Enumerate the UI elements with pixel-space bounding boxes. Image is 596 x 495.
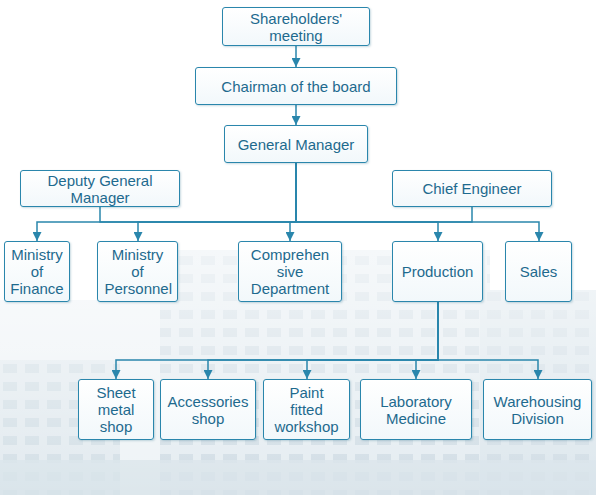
reporting-line [307,302,438,379]
org-box: Warehousing Division [483,379,592,440]
box-label: Production [396,263,480,280]
box-label: Warehousing Division [488,393,588,427]
reporting-line [438,302,538,379]
box-label: Deputy General Manager [35,172,165,206]
org-box: Accessories shop [160,379,256,440]
org-box: Production [392,241,483,302]
org-box: Chairman of the board [195,67,397,105]
box-label: Paint fitted workshop [272,384,342,435]
box-label: General Manager [228,136,364,153]
org-box: Comprehen sive Department [238,241,342,302]
box-label: Laboratory Medicine [366,393,466,427]
org-box: Deputy General Manager [20,170,180,207]
org-box: General Manager [224,125,368,163]
org-box: Ministry of Finance [4,241,70,302]
box-label: Comprehen sive Department [247,246,333,297]
org-box: Paint fitted workshop [263,379,350,440]
org-box: Laboratory Medicine [360,379,472,440]
reporting-line [416,302,438,379]
reporting-line [295,105,297,125]
box-label: Shareholders' meeting [226,10,366,44]
box-label: Chief Engineer [397,180,547,197]
org-box: Chief Engineer [392,170,552,207]
org-box: Ministry of Personnel [97,241,178,302]
org-box: Sales [505,241,572,302]
org-box: Sheet metal shop [78,379,154,440]
box-label: Chairman of the board [201,78,391,95]
box-label: Accessories shop [163,393,253,427]
box-label: Sheet metal shop [83,384,149,435]
reporting-line [290,163,296,241]
box-label: Sales [509,263,569,280]
reporting-line [208,302,438,379]
box-label: Ministry of Finance [8,246,66,297]
org-box: Shareholders' meeting [222,7,370,46]
box-label: Ministry of Personnel [105,246,171,297]
reporting-line [116,302,438,379]
reporting-line [295,46,297,67]
